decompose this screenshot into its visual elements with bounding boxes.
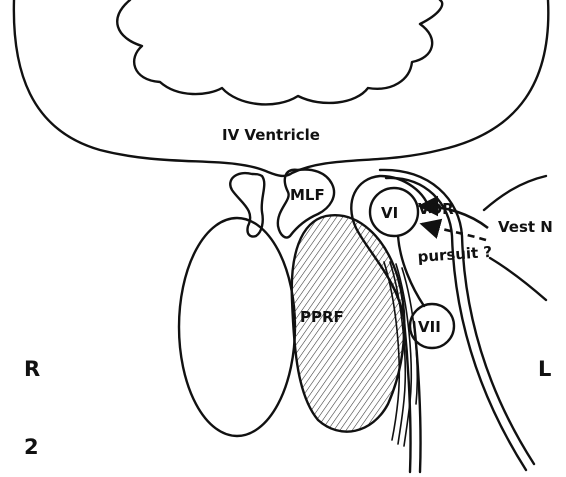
cerebellum-outline xyxy=(117,0,442,104)
vest-n-outline-lower xyxy=(490,258,546,300)
vest-n-outline xyxy=(484,176,546,210)
mlf-label: MLF xyxy=(290,186,325,204)
pursuit-arrow xyxy=(422,224,486,240)
ventricle-label: IV Ventricle xyxy=(222,126,320,144)
left-side-label: L xyxy=(538,357,551,381)
pprf-label: PPRF xyxy=(300,308,344,326)
right-oval-structure xyxy=(179,218,295,436)
vest-n-label: Vest N xyxy=(498,218,553,236)
ventricle-outline xyxy=(14,0,548,176)
right-side-label: R xyxy=(24,357,40,381)
pursuit-label: pursuit ? xyxy=(417,243,493,266)
vor-label: VOR xyxy=(418,200,454,218)
nucleus-vi-label: VI xyxy=(381,204,398,222)
panel-number: 2 xyxy=(24,435,39,459)
nucleus-vii-label: VII xyxy=(418,318,441,336)
